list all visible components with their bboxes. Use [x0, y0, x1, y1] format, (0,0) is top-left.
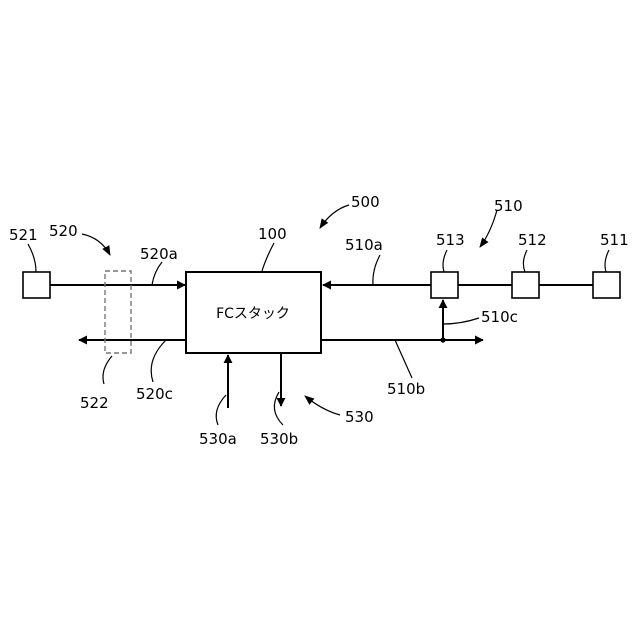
- ref-510: 510: [494, 197, 523, 215]
- ref-530a: 530a: [199, 430, 237, 448]
- leader-520-arrow: [82, 234, 110, 255]
- ref-511: 511: [600, 231, 629, 249]
- ref-522: 522: [80, 394, 109, 412]
- leader-521: [28, 244, 36, 272]
- ref-530: 530: [345, 408, 374, 426]
- leader-512: [523, 250, 527, 272]
- leader-100: [262, 243, 274, 271]
- leader-530-arrow: [305, 396, 340, 415]
- ref-510a: 510a: [345, 236, 383, 254]
- leader-520a: [152, 262, 162, 285]
- ref-521: 521: [9, 226, 38, 244]
- leader-513: [443, 250, 447, 272]
- ref-510b: 510b: [387, 380, 425, 398]
- ref-500: 500: [351, 193, 380, 211]
- leader-510-arrow: [480, 210, 497, 247]
- ref-512: 512: [518, 231, 547, 249]
- ref-513: 513: [436, 231, 465, 249]
- component-521-box: [23, 272, 50, 298]
- ref-100: 100: [258, 225, 287, 243]
- leader-520c: [151, 340, 166, 382]
- ref-510c: 510c: [481, 308, 518, 326]
- leader-510a: [373, 255, 380, 285]
- ref-530b: 530b: [260, 430, 298, 448]
- fc-stack-label: FCスタック: [216, 306, 290, 322]
- leader-511: [605, 250, 609, 272]
- leader-510b: [395, 340, 412, 378]
- leader-500-arrow: [320, 205, 349, 228]
- ref-520a: 520a: [140, 245, 178, 263]
- leader-530a: [216, 395, 226, 425]
- junction-dot: [440, 337, 445, 342]
- component-511-box: [593, 272, 620, 298]
- leader-510c: [443, 318, 479, 324]
- leader-522: [103, 356, 112, 384]
- component-512-box: [512, 272, 539, 298]
- component-513-box: [431, 272, 458, 298]
- ref-520c: 520c: [136, 385, 173, 403]
- ref-520: 520: [49, 222, 78, 240]
